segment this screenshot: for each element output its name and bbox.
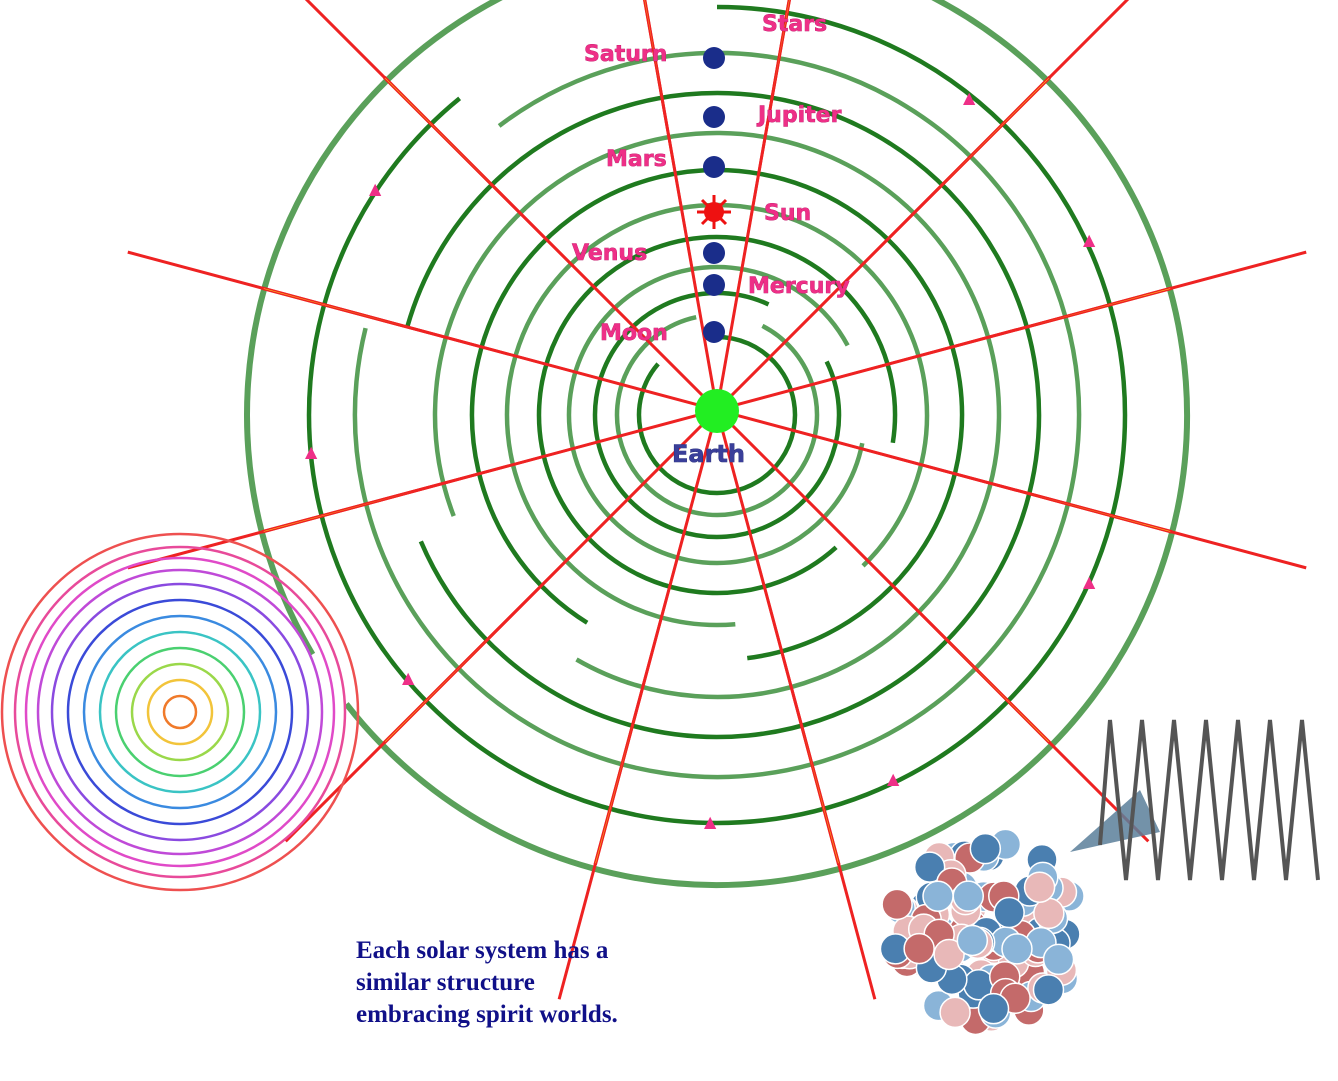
sphere-ring [432, 130, 1002, 700]
sphere-ring [352, 50, 1082, 780]
saturn-dot [703, 47, 725, 69]
mars-label: Mars [606, 147, 667, 172]
earth-dot [695, 389, 739, 433]
moon-label: Moon [600, 321, 668, 346]
caption: Each solar system has a similar structur… [356, 935, 776, 1031]
sphere-ring [536, 234, 898, 596]
rays-from-earth [127, 0, 1307, 1000]
rainbow-spheres-icon [0, 532, 360, 892]
star-marker-icon: ▲ [305, 442, 318, 461]
body-labels: Moon Mercury Venus Sun Mars Jupiter Satu… [572, 12, 850, 469]
sphere-ring [592, 290, 842, 540]
mercury-label: Mercury [748, 274, 850, 299]
jupiter-dot [703, 106, 725, 128]
moon-dot [703, 321, 725, 343]
atom-wave-icon [879, 719, 1320, 1036]
star-marker-icon: ▲ [1083, 572, 1096, 591]
jupiter-label: Jupiter [756, 103, 842, 128]
concentric-spheres [244, 0, 1190, 888]
saturn-label: Saturn [584, 42, 667, 67]
ray [284, 414, 713, 843]
mercury-dot [703, 274, 725, 296]
star-marker-icon: ▲ [963, 88, 976, 107]
star-marker-icon: ▲ [369, 179, 382, 198]
planets [695, 47, 739, 433]
venus-dot [703, 242, 725, 264]
caption-line-3: embracing spirit worlds. [356, 1001, 618, 1028]
earth-label: Earth [672, 440, 745, 468]
mars-dot [703, 156, 725, 178]
star-marker-icon: ▲ [704, 812, 717, 831]
star-marker-icon: ▲ [887, 769, 900, 788]
sun-icon [697, 195, 731, 229]
caption-line-2: similar structure [356, 969, 535, 996]
sphere-ring [306, 4, 1128, 826]
star-markers: ▲ ▲ ▲ ▲ ▲ ▲ ▲ ▲ [305, 88, 1096, 831]
ray [721, 414, 1150, 843]
stars-label: Stars [762, 12, 827, 37]
star-marker-icon: ▲ [1083, 230, 1096, 249]
sphere-ring [244, 0, 1190, 888]
venus-label: Venus [572, 241, 647, 266]
caption-line-1: Each solar system has a [356, 937, 609, 964]
sun-label: Sun [764, 201, 811, 226]
sphere-ring [614, 312, 820, 518]
star-marker-icon: ▲ [402, 668, 415, 687]
sphere-ring [566, 264, 868, 566]
